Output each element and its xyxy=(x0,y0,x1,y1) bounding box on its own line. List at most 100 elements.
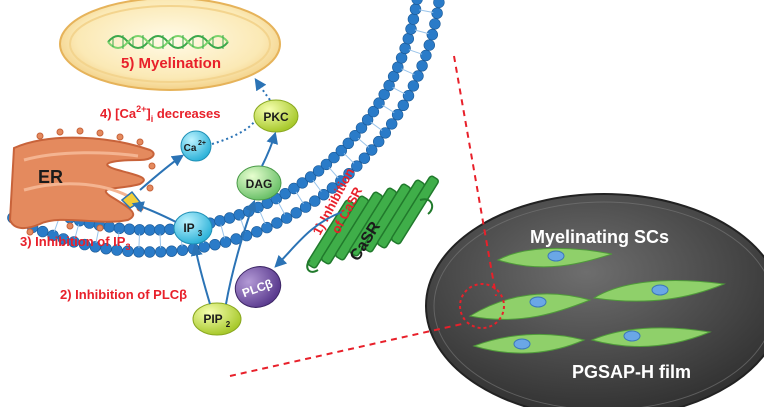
phospholipid-head xyxy=(113,222,126,235)
phospholipid-head xyxy=(326,182,339,194)
phospholipid-head xyxy=(391,108,404,121)
phospholipid-head xyxy=(409,3,422,15)
phospholipid-head xyxy=(320,158,333,171)
cell-1 xyxy=(496,247,613,268)
phospholipid-head xyxy=(78,238,91,251)
phospholipid-tail xyxy=(357,137,370,148)
phospholipid-tail xyxy=(259,210,266,225)
phospholipid-head xyxy=(412,70,424,82)
phospholipid-head xyxy=(123,223,136,235)
phospholipid-head xyxy=(68,236,80,248)
phospholipid-head xyxy=(433,0,445,9)
phospholipid-head xyxy=(351,160,363,172)
phospholipid-head xyxy=(47,229,59,242)
phospholipid-head xyxy=(111,244,123,256)
step-myelination: 5) Myelination xyxy=(121,55,221,72)
phospholipid-head xyxy=(290,207,302,219)
phospholipid-head xyxy=(144,246,156,258)
phospholipid-head xyxy=(402,89,415,102)
phospholipid-tail xyxy=(414,29,429,35)
cell-4 xyxy=(472,333,586,354)
ip3-subscript: 3 xyxy=(198,229,203,238)
step-ca-decrease-sub: i xyxy=(151,114,154,124)
phospholipid-head xyxy=(312,165,325,177)
phospholipid-tail xyxy=(95,229,100,243)
phospholipid-head xyxy=(387,70,400,83)
phospholipid-tail xyxy=(312,180,322,192)
pathway-arrows xyxy=(131,78,343,305)
phospholipid-head xyxy=(89,241,102,253)
pkc-label: PKC xyxy=(263,110,289,124)
phospholipid-head xyxy=(133,224,146,236)
phospholipid-head xyxy=(133,246,145,258)
phospholipid-tail xyxy=(220,224,225,239)
phospholipid-head xyxy=(304,171,317,183)
phospholipid-head xyxy=(383,79,395,92)
phospholipid-head xyxy=(328,151,340,164)
ip3-label: IP xyxy=(183,221,194,235)
phospholipid-head xyxy=(416,60,428,72)
ca-label: Ca xyxy=(184,143,197,154)
phospholipid-head xyxy=(251,226,263,238)
phospholipid-head xyxy=(367,105,380,118)
phospholipid-tail xyxy=(74,224,80,239)
phospholipid-head xyxy=(219,236,232,248)
phospholipid-head xyxy=(155,246,167,258)
film-subtitle: PGSAP-H film xyxy=(572,362,691,382)
phospholipid-head xyxy=(103,221,116,233)
phospholipid-tail xyxy=(370,121,383,131)
phospholipid-tail xyxy=(328,167,339,179)
phospholipid-head xyxy=(349,130,361,142)
phospholipid-head xyxy=(296,177,308,189)
phospholipid-head xyxy=(378,88,390,101)
pkc-molecule: PKC xyxy=(253,99,299,133)
phospholipid-tail xyxy=(138,233,140,248)
pip2-label: PIP xyxy=(203,312,222,326)
pip2-subscript: 2 xyxy=(226,320,231,329)
endoplasmic-reticulum xyxy=(8,127,156,236)
phospholipid-head xyxy=(355,122,368,134)
phospholipid-tail xyxy=(392,86,406,95)
step-ca-decrease-mid: ] xyxy=(146,106,150,121)
phospholipid-head xyxy=(402,32,414,45)
phospholipid-tail xyxy=(401,68,415,75)
phospholipid-head xyxy=(373,97,385,109)
dag-molecule: DAG xyxy=(236,165,282,201)
step-ca-decrease-pre: 4) [Ca xyxy=(100,106,137,121)
phospholipid-head xyxy=(309,195,321,207)
phospholipid-head xyxy=(429,18,441,30)
phospholipid-head xyxy=(420,49,432,62)
casr-receptor xyxy=(306,175,439,273)
phospholipid-head xyxy=(411,0,423,5)
phospholipid-head xyxy=(397,99,409,112)
zoom-callout xyxy=(229,55,505,377)
phospholipid-tail xyxy=(159,233,162,248)
phospholipid-head xyxy=(280,212,293,224)
ca-superscript: 2+ xyxy=(198,140,206,147)
phospholipid-head xyxy=(318,189,330,201)
phospholipid-head xyxy=(223,212,236,224)
cell-3 xyxy=(592,280,726,302)
phospholipid-tail xyxy=(408,49,423,55)
phospholipid-head xyxy=(154,224,166,236)
phospholipid-tail xyxy=(343,153,355,164)
dna-helix xyxy=(107,35,229,49)
phospholipid-head xyxy=(399,42,411,54)
step-ca-decrease-sup: 2+ xyxy=(136,104,146,114)
phospholipid-head xyxy=(335,144,347,157)
phospholipid-head xyxy=(426,28,438,41)
phospholipid-head xyxy=(366,144,378,156)
phospholipid-head xyxy=(279,188,291,200)
phospholipid-head xyxy=(165,245,178,257)
pip2-molecule: PIP 2 xyxy=(192,302,242,336)
dag-label: DAG xyxy=(246,177,273,191)
phospholipid-head xyxy=(358,152,371,164)
phospholipid-head xyxy=(209,239,221,251)
phospholipid-head xyxy=(431,7,443,19)
phospholipid-head xyxy=(214,215,226,227)
phospholipid-head xyxy=(36,225,49,238)
phospholipid-head xyxy=(233,209,245,221)
phospholipid-head xyxy=(407,80,420,92)
film-title: Myelinating SCs xyxy=(530,227,669,247)
phospholipid-head xyxy=(144,224,156,236)
